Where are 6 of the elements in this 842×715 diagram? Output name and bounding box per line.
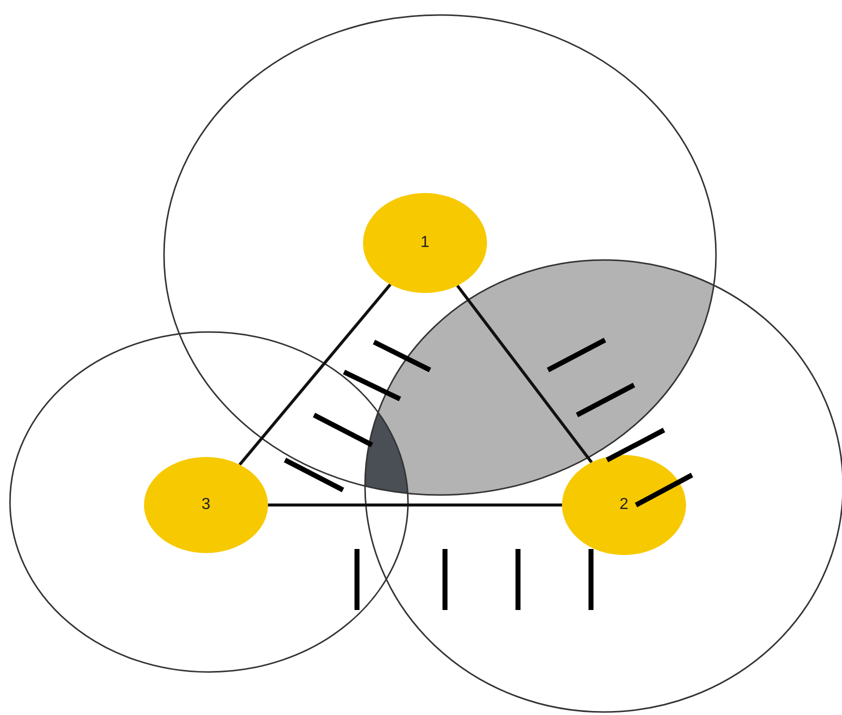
connector-line bbox=[238, 284, 392, 466]
node-number: 2 bbox=[620, 495, 628, 515]
connector-line bbox=[268, 504, 562, 506]
node-number: 1 bbox=[420, 233, 430, 253]
connector-line bbox=[456, 284, 593, 464]
node-number: 3 bbox=[202, 495, 210, 515]
